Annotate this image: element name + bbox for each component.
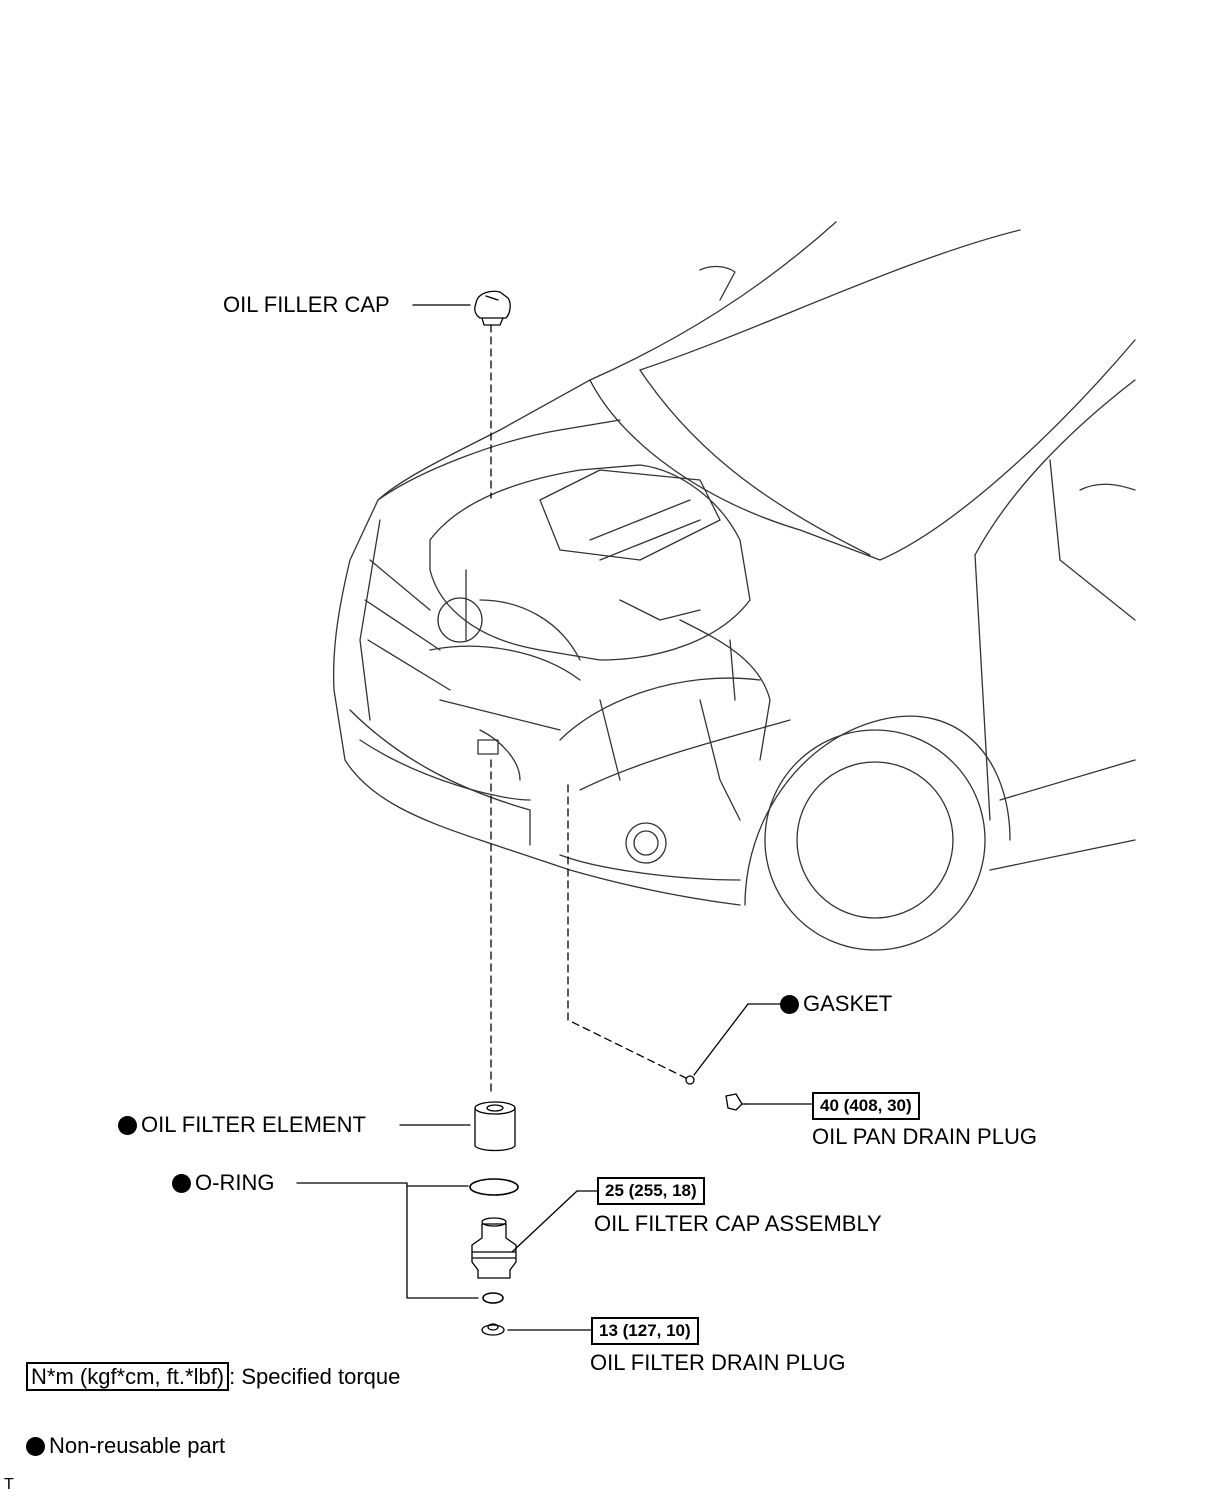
legend-torque-unit: N*m (kgf*cm, ft.*lbf)	[26, 1362, 230, 1391]
o-ring-text: O-RING	[195, 1170, 275, 1195]
legend-nonreusable: Non-reusable part	[26, 1433, 225, 1459]
gasket-label: GASKET	[780, 991, 892, 1017]
gasket-part	[685, 1075, 695, 1085]
legend-torque: N*m (kgf*cm, ft.*lbf): Specified torque	[26, 1362, 401, 1391]
oil-filler-cap-part	[474, 290, 511, 326]
oil-filler-cap-label: OIL FILLER CAP	[223, 292, 390, 317]
assembly-guide-lines	[490, 324, 691, 1097]
corner-mark: T	[4, 1476, 14, 1493]
oil-filter-drain-plug-label: OIL FILTER DRAIN PLUG	[590, 1350, 846, 1375]
vehicle-body-illustration	[333, 221, 1136, 951]
o-ring-large-part	[469, 1178, 519, 1196]
gasket-text: GASKET	[803, 991, 893, 1016]
non-reusable-icon	[26, 1437, 45, 1456]
legend-nonreusable-desc: Non-reusable part	[49, 1433, 226, 1458]
o-ring-label: O-RING	[172, 1170, 274, 1196]
non-reusable-icon	[172, 1174, 191, 1193]
legend-torque-desc: : Specified torque	[229, 1364, 401, 1389]
oil-filter-element-label: OIL FILTER ELEMENT	[118, 1112, 366, 1138]
oil-filter-element-text: OIL FILTER ELEMENT	[141, 1112, 366, 1137]
oil-pan-drain-plug-label: OIL PAN DRAIN PLUG	[812, 1124, 1037, 1149]
oil-filter-cap-assembly-label: OIL FILTER CAP ASSEMBLY	[594, 1211, 882, 1236]
non-reusable-icon	[780, 995, 799, 1014]
leader-lines	[296, 304, 813, 1331]
o-ring-small-part	[482, 1292, 504, 1304]
non-reusable-icon	[118, 1116, 137, 1135]
oil-filter-element-part	[474, 1101, 516, 1152]
oil-pan-drain-plug-part	[725, 1093, 749, 1111]
oil-pan-drain-plug-torque: 40 (408, 30)	[812, 1092, 920, 1120]
oil-filter-drain-plug-part	[481, 1323, 505, 1336]
engine-illustration	[429, 464, 771, 821]
oil-filter-cap-assembly-torque: 25 (255, 18)	[597, 1177, 705, 1205]
oil-filter-drain-plug-torque: 13 (127, 10)	[591, 1317, 699, 1345]
oil-filter-cap-assembly-part	[471, 1217, 517, 1279]
